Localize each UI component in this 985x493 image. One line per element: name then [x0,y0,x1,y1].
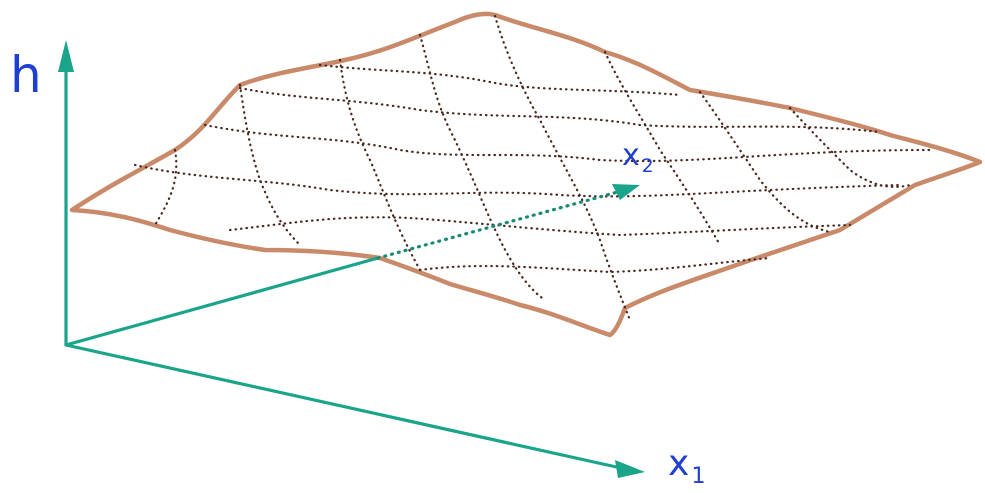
x2-label-subscript: 2 [641,155,654,177]
surface-outline [69,11,983,338]
axes [64,50,632,472]
surface-grid [133,14,932,322]
h-arrowhead [58,40,74,72]
grid-line [418,256,772,274]
h-axis-label: h [10,46,42,104]
x1-axis [64,343,632,472]
x1-axis-label: x1 [668,443,706,487]
grid-line [338,58,422,272]
grid-line [133,163,902,198]
grid-line [153,148,178,227]
x2-axis-solid [64,256,380,347]
x2-axis-hidden [376,188,627,260]
grid-line [788,106,912,188]
x1-arrowhead [615,460,645,478]
x2-arrowhead [612,184,640,200]
x1-label-main: x [668,443,690,484]
grid-line [318,63,682,97]
x1-label-subscript: 1 [691,462,706,489]
grid-line [238,86,882,134]
grid-line [603,50,722,247]
grid-line [493,14,632,322]
grid-line [238,83,302,247]
grid-line [228,216,852,237]
x2-label-main: x [622,138,640,173]
grid-line [203,123,932,163]
grid-line [418,33,547,302]
